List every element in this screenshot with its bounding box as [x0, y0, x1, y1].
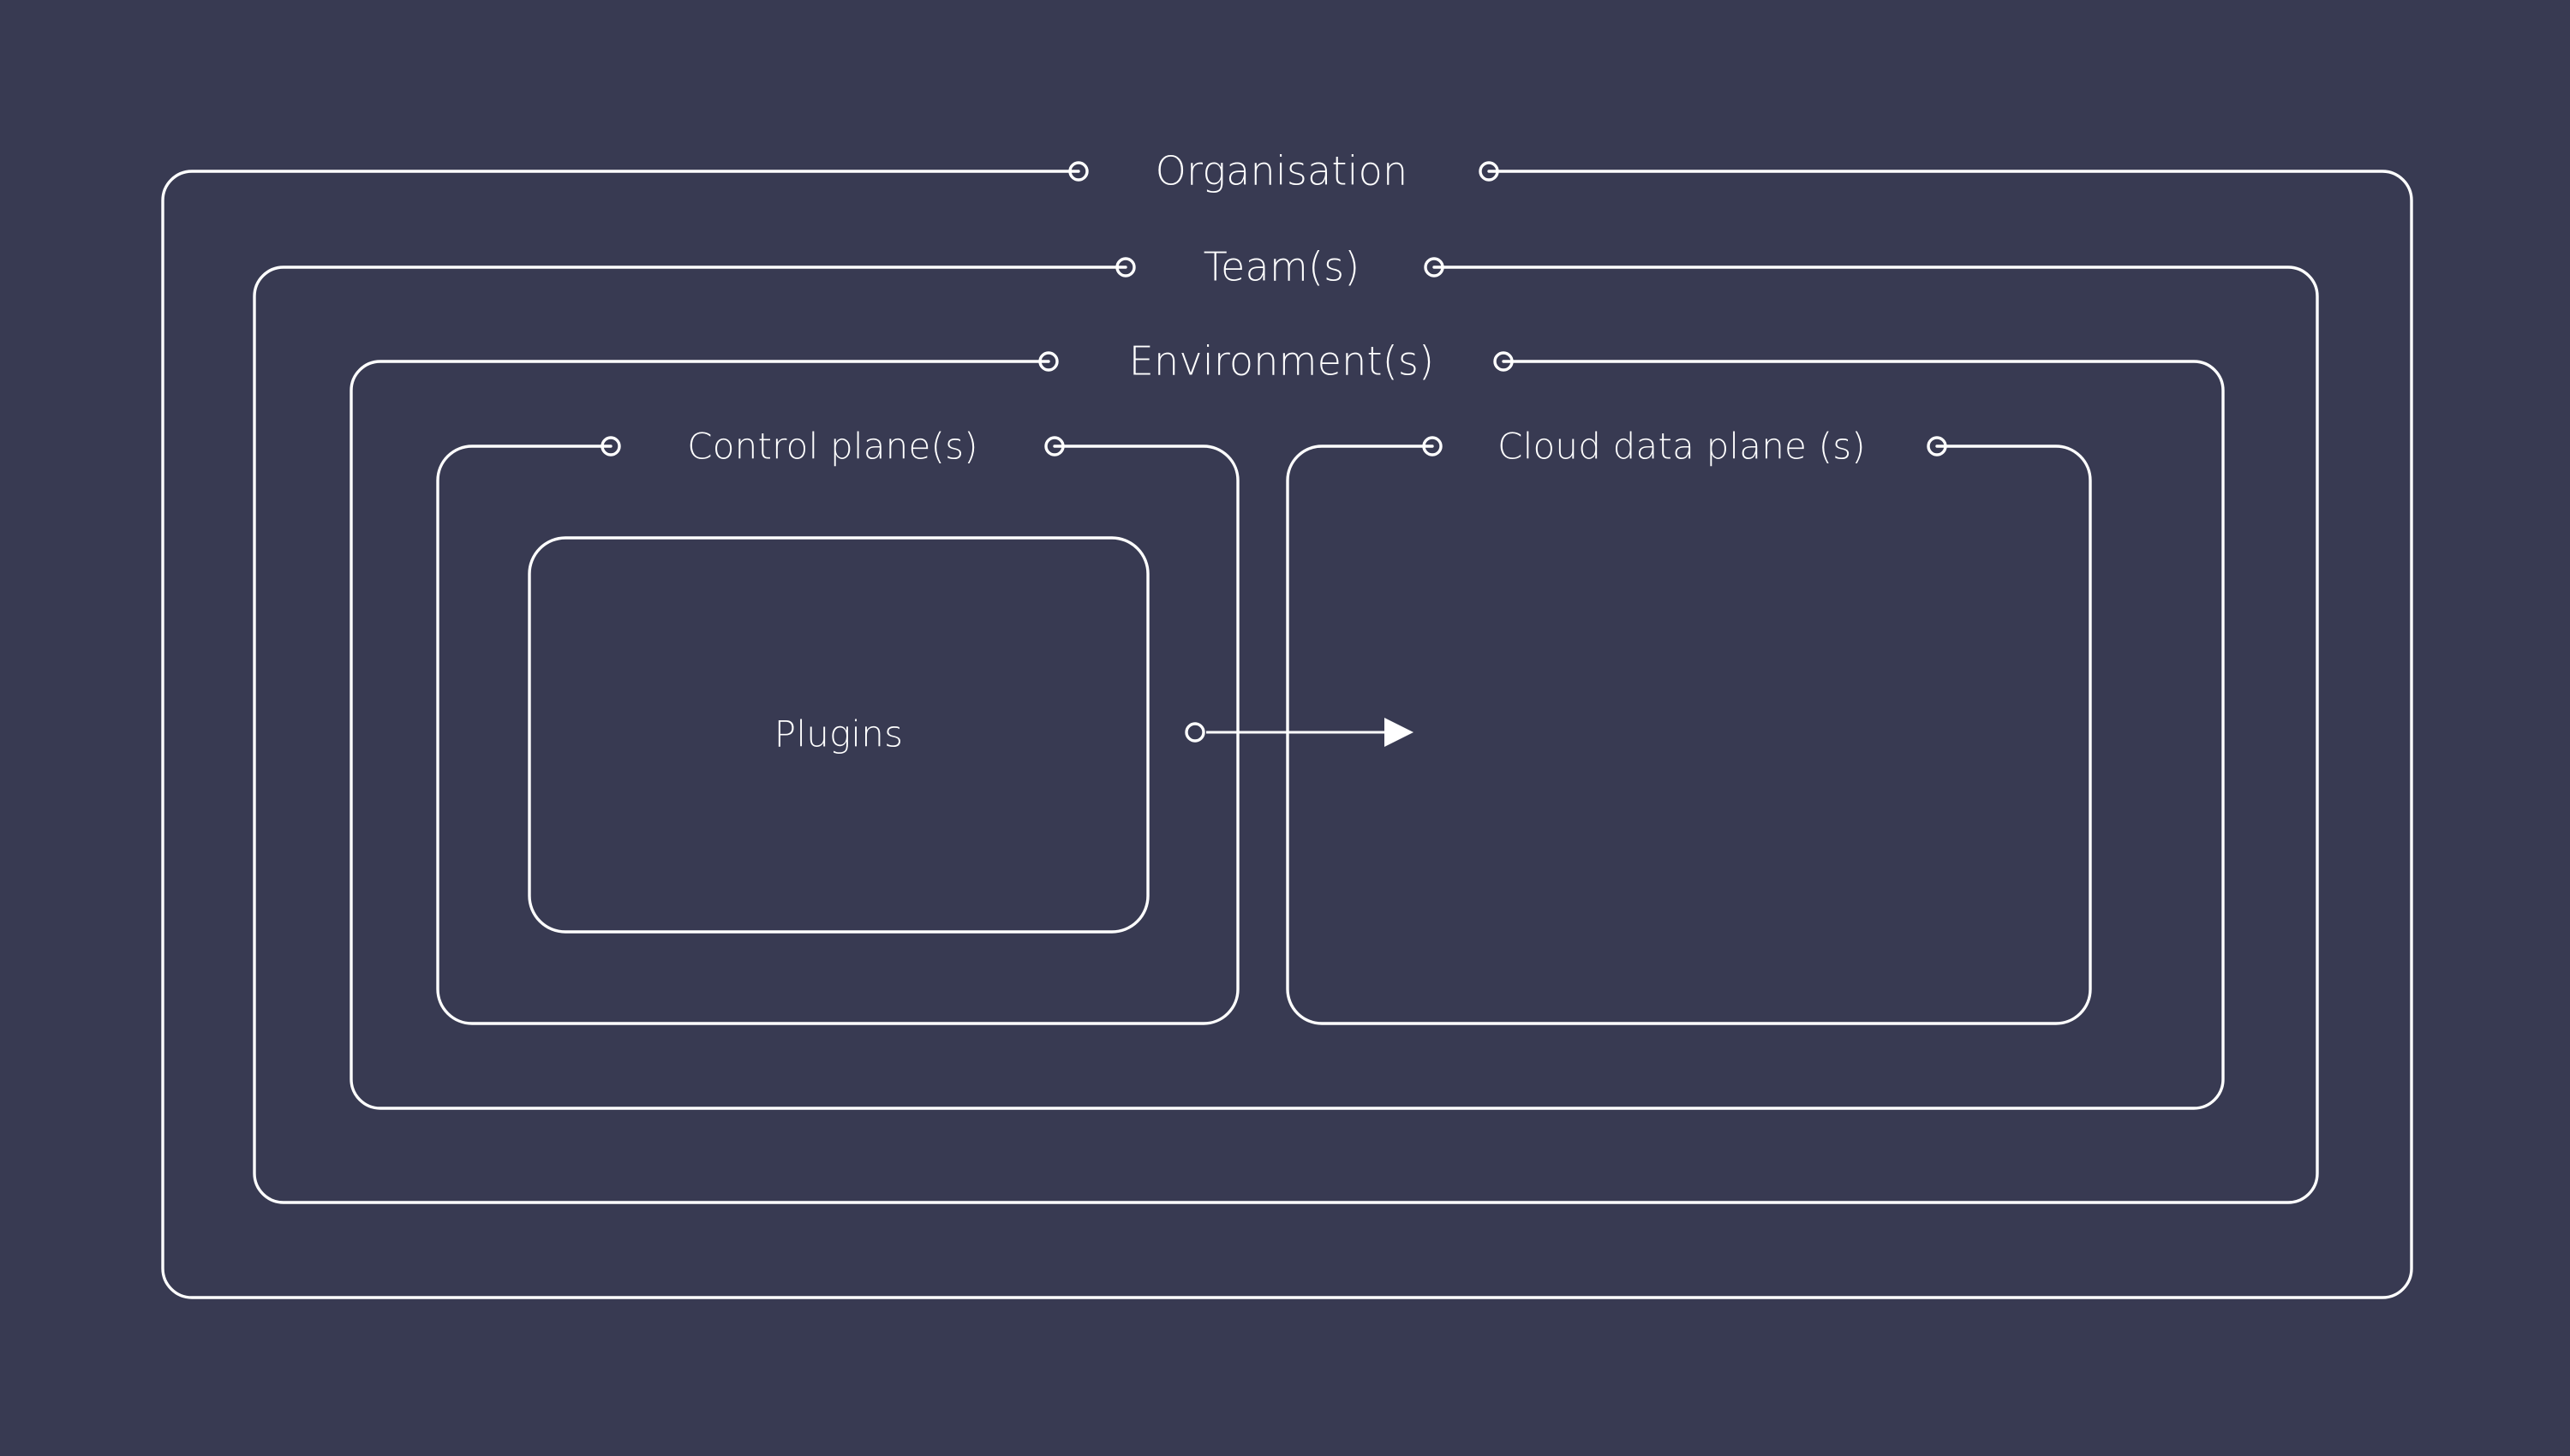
cloud-data-plane-boundary	[1286, 445, 2092, 1025]
control-plane-label: Control plane(s)	[687, 426, 978, 468]
teams-right-connector-dot	[1424, 257, 1444, 277]
teams-label: Team(s)	[1204, 244, 1360, 290]
environments-label: Environment(s)	[1129, 338, 1434, 385]
cloud-data-plane-label: Cloud data plane (s)	[1497, 426, 1866, 468]
environments-right-connector-dot	[1493, 351, 1514, 372]
teams-left-connector-dot	[1115, 257, 1136, 277]
control-plane-left-connector-dot	[601, 436, 621, 456]
plugins-boundary	[528, 536, 1150, 934]
flow-arrow-head	[1384, 718, 1414, 747]
flow-source-dot	[1185, 722, 1205, 743]
organisation-right-connector-dot	[1479, 161, 1499, 182]
layer-teams[interactable]: Team(s)	[253, 244, 2319, 1204]
organisation-label: Organisation	[1156, 148, 1408, 194]
plugins-group[interactable]: Plugins	[528, 536, 1150, 934]
cloud-data-plane-group[interactable]: Cloud data plane (s)	[1286, 426, 2092, 1025]
control-plane-boundary	[436, 445, 1240, 1025]
plugins-to-cloud-data-plane-arrow	[1185, 718, 1414, 747]
control-plane-group[interactable]: Control plane(s) Plugins	[436, 426, 1240, 1025]
layer-organisation[interactable]: Organisation	[161, 148, 2413, 1299]
organisation-left-connector-dot	[1068, 161, 1089, 182]
teams-boundary	[253, 266, 2319, 1204]
control-plane-right-connector-dot	[1044, 436, 1065, 456]
cloud-data-plane-left-connector-dot	[1422, 436, 1443, 456]
cloud-data-plane-right-connector-dot	[1927, 436, 1947, 456]
layer-environments[interactable]: Environment(s)	[350, 338, 2225, 1110]
plugins-label: Plugins	[774, 713, 903, 755]
organisation-boundary	[161, 170, 2413, 1299]
environments-left-connector-dot	[1038, 351, 1059, 372]
environments-boundary	[350, 360, 2225, 1110]
